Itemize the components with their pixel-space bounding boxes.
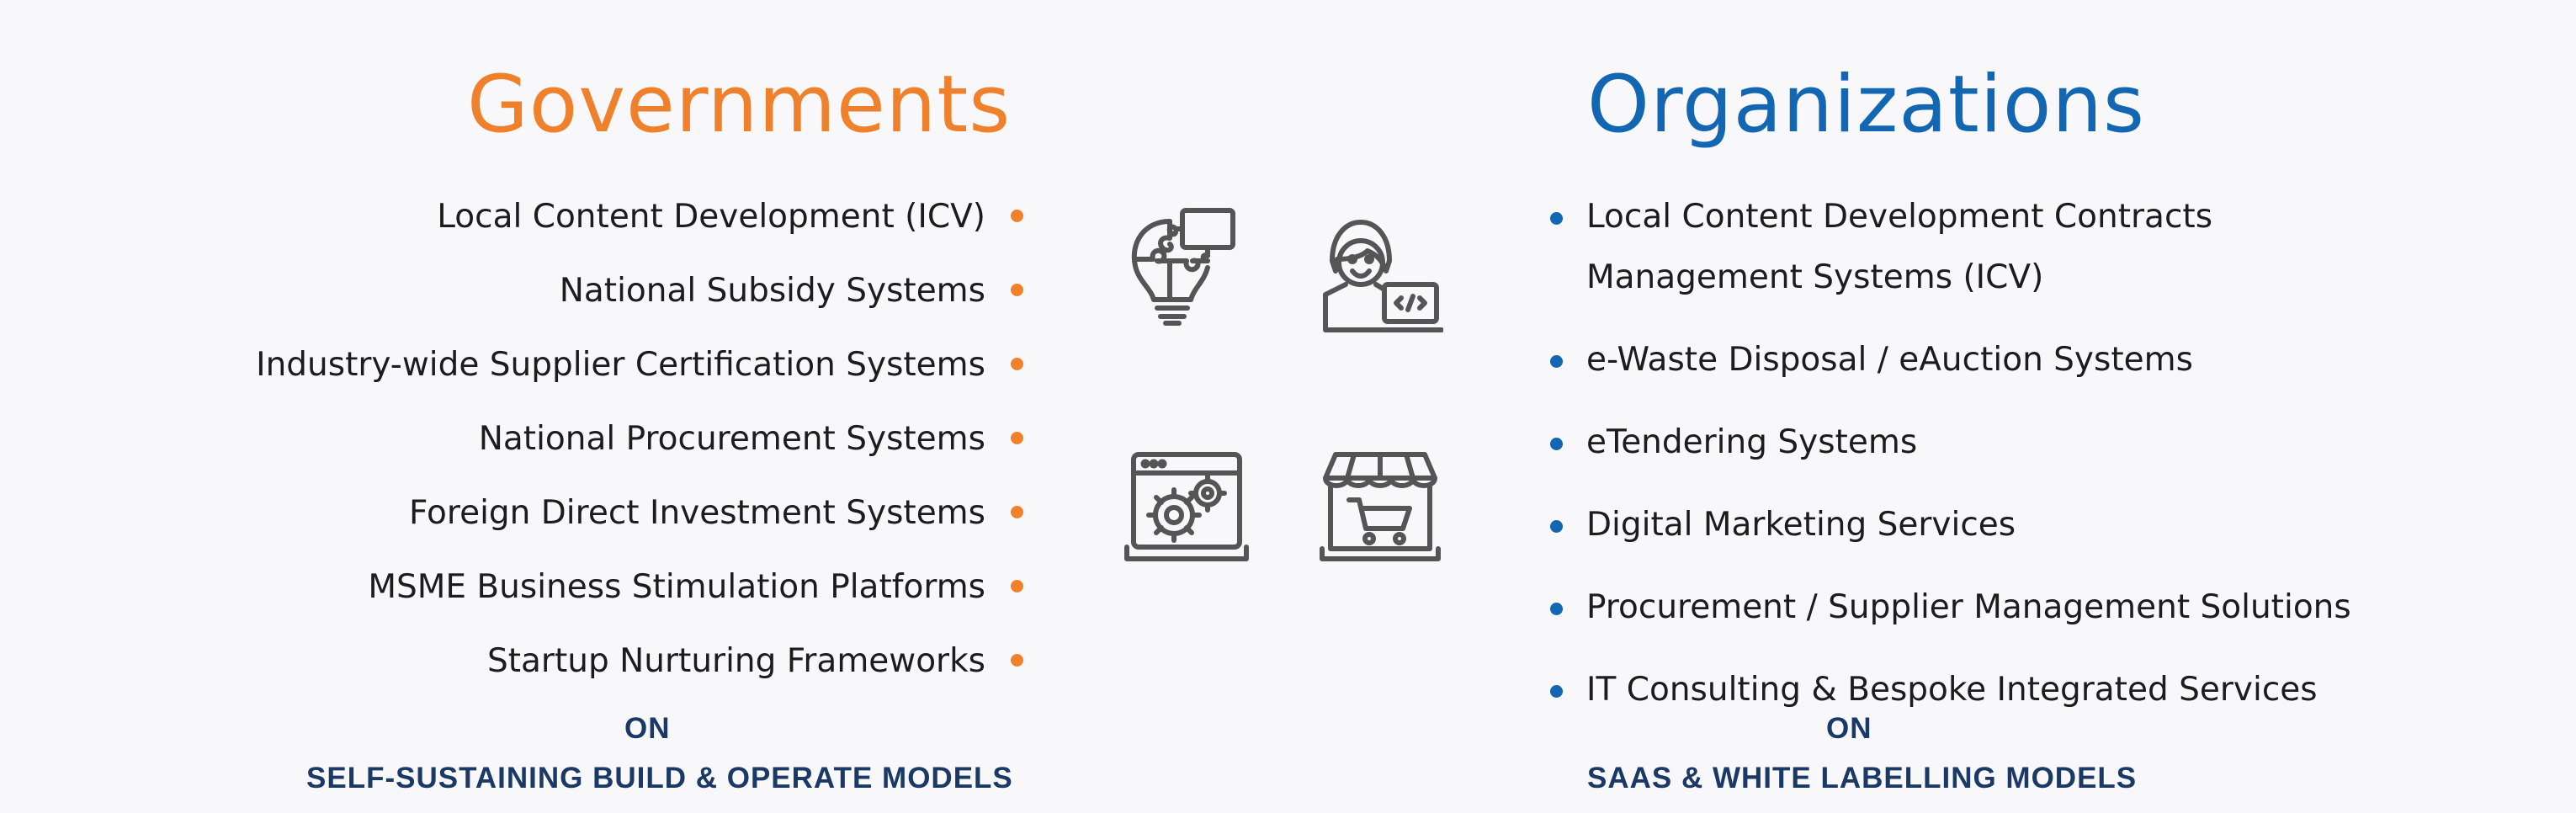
bullet-icon [1011,580,1023,592]
list-item: Industry-wide Supplier Certification Sys… [256,340,1023,414]
governments-heading: Governments [467,59,1012,151]
list-item: Local Content Development (ICV) [256,192,1023,266]
list-item: e-Waste Disposal / eAuction Systems [1550,330,2351,391]
bullet-icon [1011,284,1023,296]
bullet-icon [1550,685,1563,698]
lightbulb-puzzle-icon [1123,200,1250,327]
organizations-footer-model: SAAS & WHITE LABELLING MODELS [1587,762,2138,794]
list-item: National Procurement Systems [256,414,1023,488]
list-item: IT Consulting & Bespoke Integrated Servi… [1550,660,2351,720]
list-item: Digital Marketing Services [1550,495,2351,555]
bullet-icon [1550,212,1563,225]
bullet-icon [1550,603,1563,615]
list-item: Local Content Development Contracts Mana… [1550,187,2351,308]
list-item: National Subsidy Systems [256,266,1023,340]
bullet-icon [1550,438,1563,450]
list-item: Procurement / Supplier Management Soluti… [1550,577,2351,638]
ecommerce-store-icon [1317,444,1443,571]
organizations-heading: Organizations [1587,59,2145,151]
bullet-icon [1011,358,1023,370]
organizations-list: Local Content Development Contracts Mana… [1550,187,2351,742]
bullet-icon [1011,506,1023,518]
governments-footer-model: SELF-SUSTAINING BUILD & OPERATE MODELS [306,762,1013,794]
bullet-icon [1011,210,1023,222]
developer-laptop-icon [1317,210,1444,337]
organizations-footer-on: ON [1826,712,1872,745]
bullet-icon [1550,520,1563,533]
bullet-icon [1011,654,1023,667]
list-item: eTendering Systems [1550,412,2351,473]
bullet-icon [1550,355,1563,368]
governments-list: Local Content Development (ICV) National… [256,192,1023,710]
list-item: Startup Nurturing Frameworks [256,636,1023,710]
governments-footer-on: ON [624,712,671,745]
gear-browser-icon [1123,444,1250,571]
list-item: Foreign Direct Investment Systems [256,488,1023,562]
list-item: MSME Business Stimulation Platforms [256,562,1023,636]
bullet-icon [1011,432,1023,444]
